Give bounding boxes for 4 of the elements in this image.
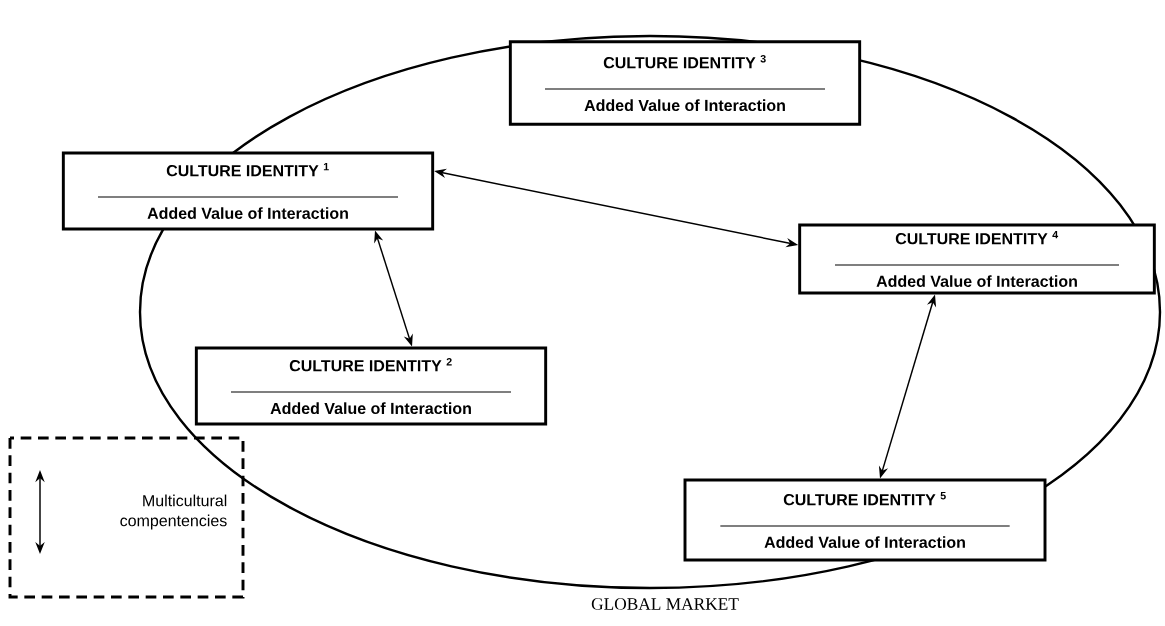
legend-label: Multicultural compentencies [120,494,227,530]
node-label: GLOBAL MARKET [591,598,739,610]
culture-box: CULTURE IDENTITY $^{2}$ Added Value of Interaction [194,346,548,426]
culture-box: CULTURE IDENTITY $^{1}$ Added Value of Interaction [61,151,435,231]
